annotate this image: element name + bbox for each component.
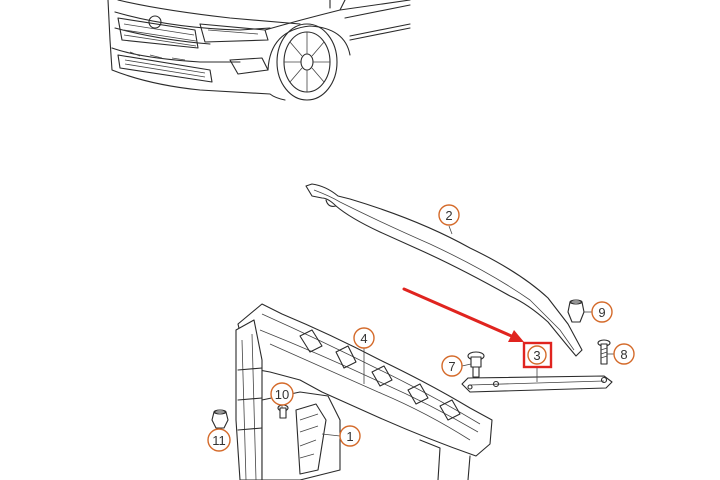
- fastener-11-nut: [211, 409, 229, 429]
- highlight-arrow: [402, 287, 524, 342]
- callout-4-label: 4: [360, 331, 367, 346]
- callout-1: 1: [339, 425, 361, 447]
- callout-10: 10: [270, 382, 294, 406]
- callout-1-label: 1: [346, 429, 353, 444]
- callout-9-label: 9: [598, 305, 605, 320]
- callout-2-label: 2: [445, 208, 452, 223]
- part-upper-cross-member: [305, 183, 583, 357]
- fastener-7-bolt: [467, 351, 485, 378]
- callout-2: 2: [438, 204, 460, 226]
- callout-7-label: 7: [448, 359, 455, 374]
- callout-8-label: 8: [620, 347, 627, 362]
- part-strut-bar: [461, 375, 613, 393]
- callout-4: 4: [353, 327, 375, 349]
- callout-9: 9: [591, 301, 613, 323]
- callout-3-label: 3: [533, 348, 540, 363]
- callout-11-label: 11: [212, 433, 226, 448]
- leader-lines: [218, 225, 614, 437]
- highlight-box: [522, 341, 553, 369]
- callout-11: 11: [207, 428, 231, 452]
- callout-8: 8: [613, 343, 635, 365]
- fastener-8-bolt: [597, 339, 611, 365]
- callout-3: 3: [522, 341, 553, 369]
- callout-7: 7: [441, 355, 463, 377]
- part-lock-carrier: [235, 303, 493, 480]
- fastener-10-clip: [277, 404, 289, 419]
- callout-10-label: 10: [275, 387, 289, 402]
- fastener-9-nut: [567, 299, 585, 323]
- car-front-illustration: [107, 0, 411, 101]
